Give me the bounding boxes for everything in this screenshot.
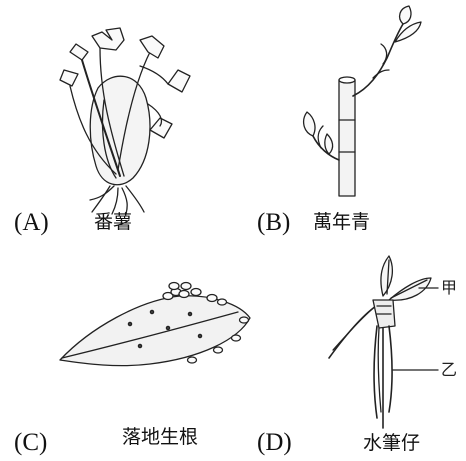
panel-c-letter: (C) — [14, 430, 47, 455]
label-yi: 乙 — [441, 362, 457, 378]
panel-a-name: 番薯 — [94, 213, 132, 232]
sweet-potato-illustration — [0, 0, 233, 240]
label-jia: 甲 — [441, 280, 457, 296]
panel-a-letter: (A) — [14, 210, 49, 235]
panel-d: 甲 乙 (D) 水筆仔 — [233, 240, 466, 461]
panel-c: (C) 落地生根 — [0, 240, 233, 461]
mangrove-propagule-illustration — [233, 240, 466, 461]
dracaena-illustration — [233, 0, 466, 240]
panel-b-name: 萬年青 — [313, 213, 370, 232]
panel-b-letter: (B) — [257, 210, 290, 235]
panel-a: (A) 番薯 — [0, 0, 233, 240]
panel-b: (B) 萬年青 — [233, 0, 466, 240]
kalanchoe-leaf-illustration — [0, 240, 233, 461]
panel-d-name: 水筆仔 — [363, 434, 420, 453]
panel-d-letter: (D) — [257, 430, 292, 455]
panel-c-name: 落地生根 — [122, 428, 198, 447]
